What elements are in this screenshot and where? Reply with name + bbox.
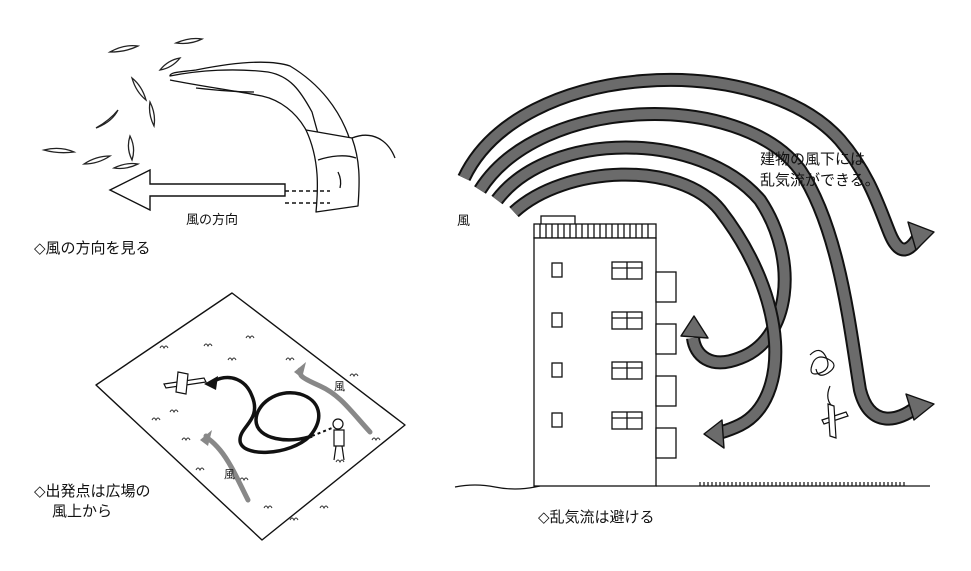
- wind-band-2: [474, 107, 920, 426]
- person-icon: [332, 418, 345, 461]
- flying-field: [95, 292, 406, 541]
- wind-arrowheads: [680, 221, 935, 449]
- field-wind-label-right: 風: [334, 380, 345, 393]
- field-wind-label-left: 風: [224, 468, 235, 481]
- caption-start-point-line1: ◇出発点は広場の: [34, 482, 151, 500]
- wind-band-3: [491, 140, 792, 370]
- caption-start-point-line2: 風上から: [52, 502, 113, 520]
- building-wind-label: 風: [457, 214, 471, 229]
- tumbling-glider-icon: [809, 349, 849, 439]
- ground-line: [454, 482, 930, 490]
- turbulence-note-line2: 乱気流ができる。: [760, 171, 880, 189]
- arrow-label: 風の方向: [186, 213, 239, 228]
- building: [533, 215, 677, 487]
- wind-band-outer: [457, 72, 924, 257]
- glider-icon: [163, 371, 207, 395]
- wind-direction-arrow: [108, 168, 330, 212]
- flight-path: [211, 375, 321, 454]
- turbulence-note-line1: 建物の風下には: [760, 150, 866, 168]
- caption-avoid-turbulence: ◇乱気流は避ける: [538, 508, 655, 526]
- wind-band-inner: [509, 167, 783, 441]
- hand-illustration: [169, 61, 396, 213]
- caption-wind-check: ◇風の方向を見る: [34, 239, 151, 257]
- grass-tufts: [151, 335, 381, 522]
- falling-leaves: [41, 37, 205, 170]
